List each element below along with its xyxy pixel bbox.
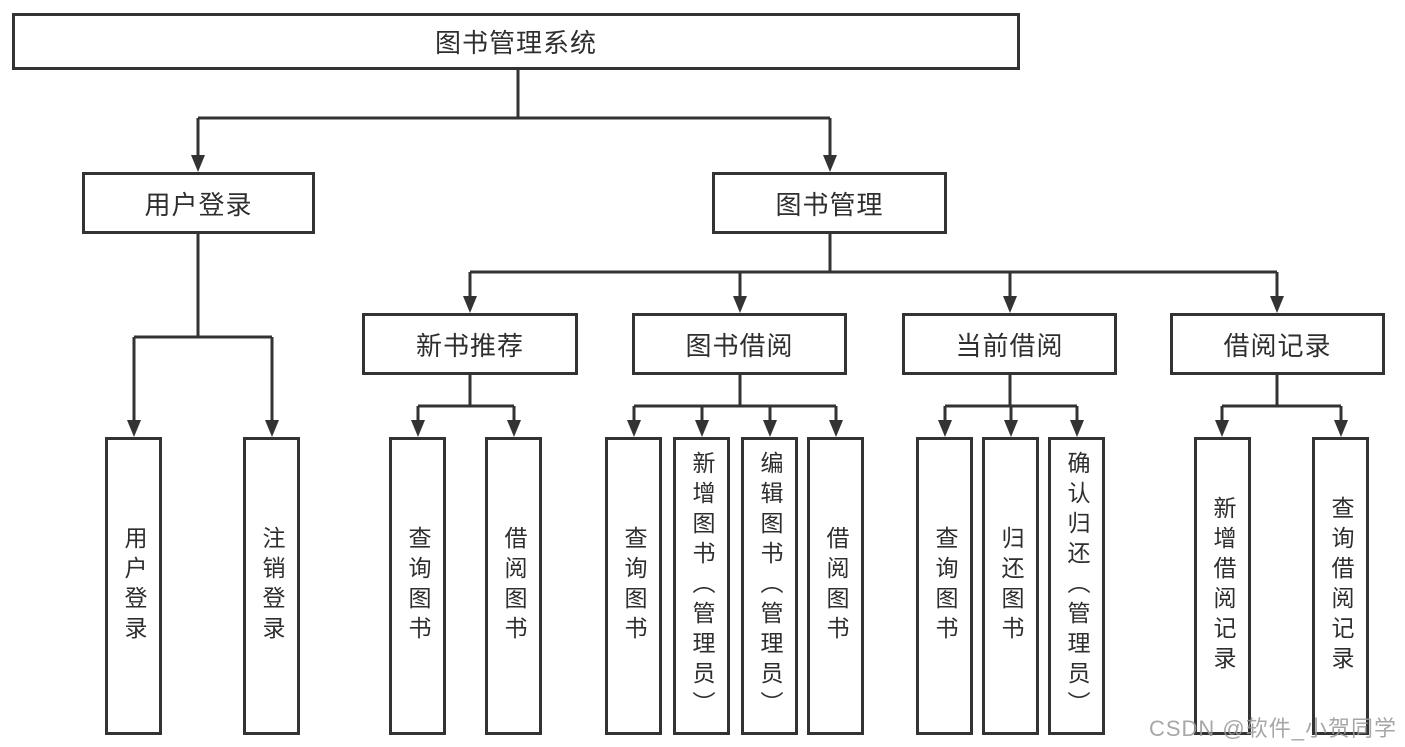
leaf-user-login: 用户登录 xyxy=(105,437,162,735)
connector-user-login-children xyxy=(127,234,279,437)
connector-current-borrowing-children xyxy=(938,375,1084,437)
leaf-edit-books-admin: 编辑图书（管理员） xyxy=(741,437,798,735)
node-book-borrowing: 图书借阅 xyxy=(632,313,847,375)
leaf-query-books: 查询图书 xyxy=(389,437,446,735)
node-book-management: 图书管理 xyxy=(712,172,947,234)
leaf-return-books: 归还图书 xyxy=(982,437,1039,735)
connector-book-borrowing-children xyxy=(627,375,843,437)
watermark: CSDN @软件_小贺同学 xyxy=(1148,716,1397,741)
leaf-add-books-admin: 新增图书（管理员） xyxy=(673,437,730,735)
leaf-borrow-books: 借阅图书 xyxy=(485,437,542,735)
leaf-logout: 注销登录 xyxy=(243,437,300,735)
leaf-borrow-books: 借阅图书 xyxy=(807,437,864,735)
leaf-confirm-return-admin: 确认归还（管理员） xyxy=(1048,437,1105,735)
node-new-book-recommendation: 新书推荐 xyxy=(362,313,578,375)
connector-borrowing-records-children xyxy=(1215,375,1348,437)
leaf-query-books: 查询图书 xyxy=(605,437,662,735)
node-user-login: 用户登录 xyxy=(82,172,315,234)
connector-book-management-groups xyxy=(463,234,1284,313)
node-current-borrowing: 当前借阅 xyxy=(902,313,1117,375)
leaf-add-borrow-record: 新增借阅记录 xyxy=(1194,437,1251,735)
node-borrowing-records: 借阅记录 xyxy=(1170,313,1385,375)
connector-root-to-level2 xyxy=(191,70,837,172)
connector-new-book-recommendation-children xyxy=(411,375,521,437)
leaf-query-borrow-record: 查询借阅记录 xyxy=(1312,437,1369,735)
node-library-management-system: 图书管理系统 xyxy=(12,13,1020,70)
leaf-query-books: 查询图书 xyxy=(916,437,973,735)
